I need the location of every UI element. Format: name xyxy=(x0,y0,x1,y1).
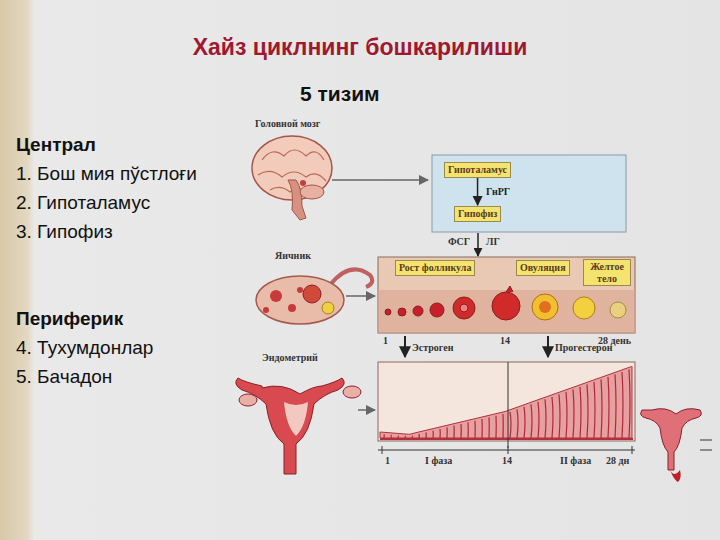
gland-stroke xyxy=(460,424,461,438)
gland-stroke xyxy=(531,404,532,438)
endometrium-layer xyxy=(380,366,632,438)
box-text: Гипофиз xyxy=(458,208,497,220)
gland-stroke xyxy=(446,427,447,438)
brain-picture xyxy=(252,136,332,220)
box-text: Овуляция xyxy=(520,262,566,274)
gland-stroke xyxy=(566,392,567,438)
gland-stroke xyxy=(538,402,539,438)
label: 14 xyxy=(502,455,512,466)
gland-stroke xyxy=(404,436,405,438)
gland-stroke xyxy=(488,417,489,438)
label: 5. Бачадон xyxy=(16,366,112,388)
label: Прогестерон xyxy=(555,342,612,353)
label: 1. Бош мия пўстлоғи xyxy=(16,163,197,185)
gland-stroke xyxy=(552,397,553,438)
gland-stroke xyxy=(432,431,433,438)
box-text: Желтое тело xyxy=(587,261,627,284)
process-box: Рост фолликула xyxy=(395,260,475,276)
label: Эндометрий xyxy=(262,352,318,363)
gland-stroke xyxy=(629,369,630,438)
label: 3. Гипофиз xyxy=(16,221,113,243)
label: 28 дн xyxy=(606,455,629,466)
gland-stroke xyxy=(524,407,525,438)
gland-stroke xyxy=(481,419,482,438)
box-text: Рост фолликула xyxy=(399,262,471,274)
gland-stroke xyxy=(418,434,419,438)
gland-stroke xyxy=(397,435,398,438)
gland-stroke xyxy=(622,372,623,438)
label: I фаза xyxy=(425,455,452,466)
gland-stroke xyxy=(411,436,412,438)
uterus-picture xyxy=(236,378,361,474)
label: 14 xyxy=(500,335,510,346)
gland-stroke xyxy=(510,412,511,438)
gland-stroke xyxy=(467,422,468,438)
edge-label: ГнРГ xyxy=(484,186,512,197)
label: Яичник xyxy=(275,250,311,261)
box-text: Гипоталамус xyxy=(448,164,507,176)
label: 5 тизим xyxy=(300,82,380,106)
basal-layer xyxy=(380,438,633,440)
gland-stroke xyxy=(474,421,475,438)
label: 4. Тухумдонлар xyxy=(16,337,153,359)
gland-stroke xyxy=(439,429,440,438)
label: II фаза xyxy=(560,455,591,466)
connector-arrow xyxy=(477,178,479,206)
endometrium-graph xyxy=(380,366,633,440)
gland-stroke xyxy=(608,377,609,438)
label: Головной мозг xyxy=(255,118,320,129)
label: ФСГ xyxy=(448,236,470,247)
gland-stroke xyxy=(517,409,518,438)
gland-stroke xyxy=(573,389,574,438)
process-box: Гипофиз xyxy=(454,206,501,222)
control-panel xyxy=(432,155,626,232)
uterus-small xyxy=(641,409,712,482)
gland-stroke xyxy=(545,399,546,438)
gland-stroke xyxy=(495,416,496,438)
gland-stroke xyxy=(615,374,616,438)
gland-stroke xyxy=(390,435,391,438)
label: 1 xyxy=(385,455,390,466)
label: 2. Гипоталамус xyxy=(16,192,150,214)
gland-stroke xyxy=(453,426,454,438)
gland-stroke xyxy=(580,387,581,438)
process-box: Гипоталамус xyxy=(444,162,511,178)
label: Эстроген xyxy=(412,342,453,353)
slide-title: Хайз циклнинг бошкарилиши xyxy=(0,34,720,61)
gland-stroke xyxy=(559,394,560,438)
gland-stroke xyxy=(383,434,384,438)
follicle-row xyxy=(385,286,626,320)
label: Централ xyxy=(16,134,96,156)
gland-stroke xyxy=(601,379,602,438)
label: 1 xyxy=(383,335,388,346)
label: ЛГ xyxy=(486,236,500,247)
process-box: Желтое тело xyxy=(583,259,631,286)
process-box: Овуляция xyxy=(516,260,570,276)
gland-stroke xyxy=(425,432,426,438)
gland-stroke xyxy=(587,384,588,438)
label: Периферик xyxy=(16,308,123,330)
gland-stroke xyxy=(502,414,503,438)
gland-stroke xyxy=(594,382,595,438)
